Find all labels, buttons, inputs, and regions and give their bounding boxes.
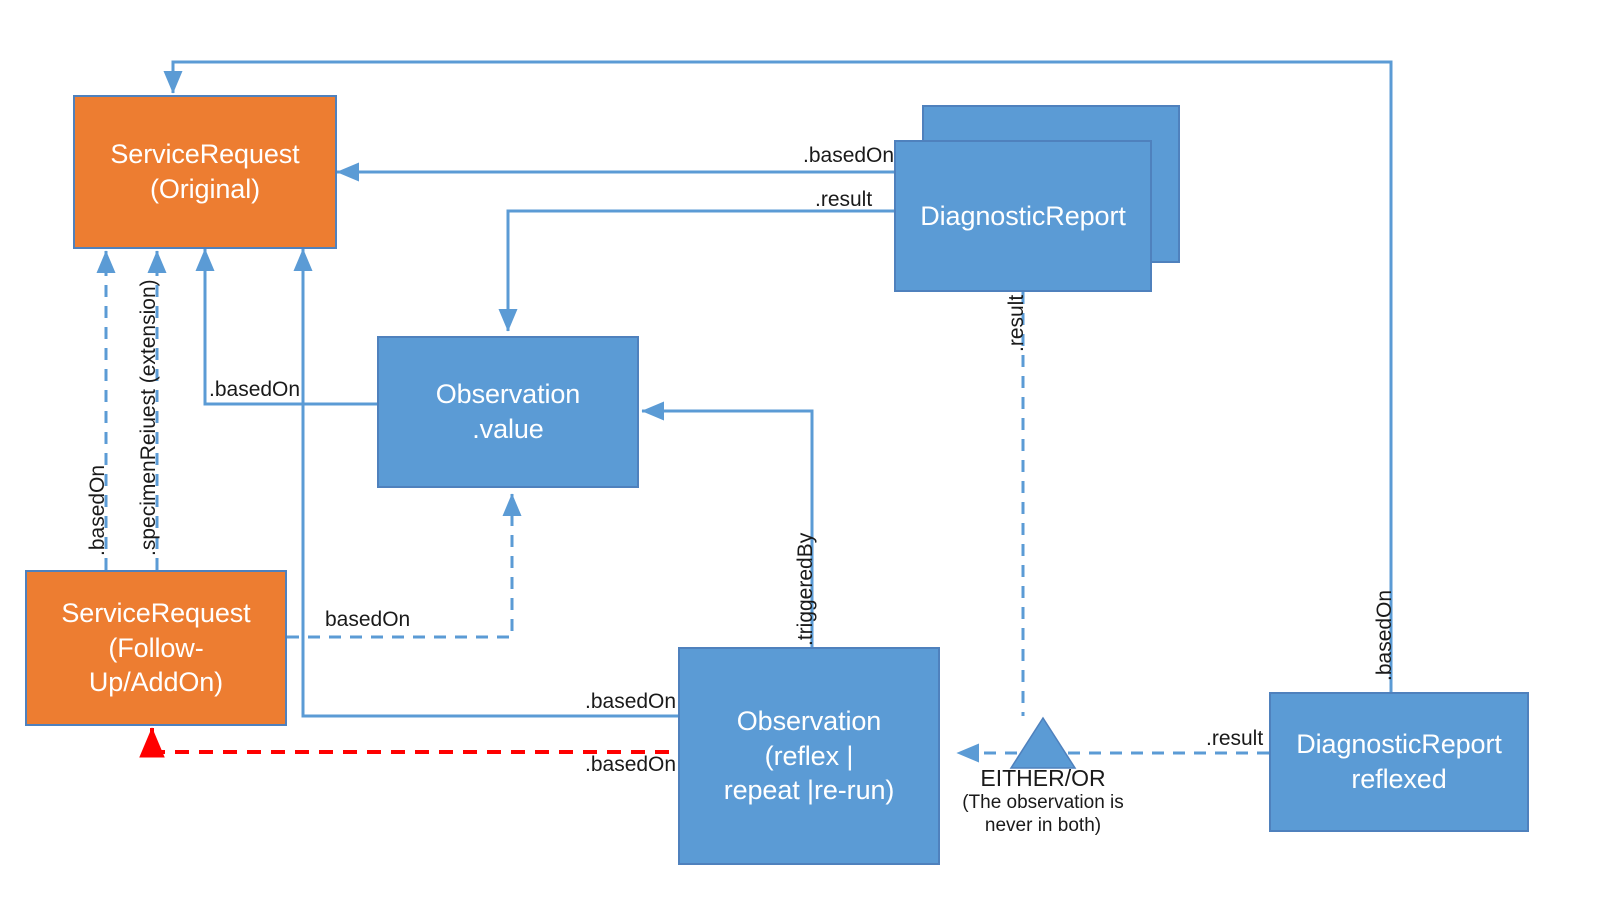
either-or-note-line1: (The observation is [962,792,1124,814]
edge-report-result-to-observation-value [498,209,900,332]
diagnostic-report-label: DiagnosticReport [920,200,1126,231]
sr-followup-line3: Up/AddOn) [88,667,224,698]
label-report-result: .result [815,188,873,211]
sr-followup-line1: ServiceRequest [61,598,251,629]
sr-followup-line2: (Follow- [108,632,204,663]
dr-reflexed-line2: reflexed [1351,764,1447,794]
observation-value-node[interactable]: Observation .value [377,336,639,488]
service-request-followup-label: ServiceRequest (Follow- Up/AddOn) [61,596,250,700]
service-request-original-label: ServiceRequest (Original) [110,137,299,206]
label-report-result-vertical: .result [1005,294,1028,352]
dr-reflexed-line1: DiagnosticReport [1296,729,1502,760]
sr-original-line2: (Original) [149,174,260,204]
either-or-title: EITHER/OR [980,765,1106,791]
obs-value-line2: .value [472,414,544,444]
label-followup-basedon: basedOn [325,608,411,631]
edge-observation-reflex-basedon-to-followup-red [139,727,693,758]
label-followup-specimenrequest-vertical: .specimenReiuest (extension) [137,279,160,556]
label-triggeredby-vertical: .triggeredBy [794,532,817,646]
either-or-note-line2: never in both) [984,814,1102,836]
label-observation-reflex-basedon: .basedOn [585,690,677,713]
label-reflexed-basedon-vertical: .basedOn [1373,589,1396,681]
observation-value-label: Observation .value [435,377,581,446]
edge-observation-reflex-basedon-to-original [293,248,693,718]
obs-reflex-line1: Observation [736,706,882,737]
either-or-triangle [1009,716,1077,769]
obs-reflex-line2: (reflex | [764,740,854,771]
diagnostic-report-reflexed-label: DiagnosticReport reflexed [1296,727,1502,796]
diagnostic-report-reflexed-node[interactable]: DiagnosticReport reflexed [1269,692,1529,832]
obs-value-line1: Observation [435,379,581,410]
service-request-original-node[interactable]: ServiceRequest (Original) [73,95,337,249]
obs-reflex-line3: repeat |re-run) [723,775,895,806]
observation-reflex-node[interactable]: Observation (reflex | repeat |re-run) [678,647,940,865]
edge-observation-reflex-triggeredby-to-value [641,401,814,647]
edge-reflexed-basedon-to-original [163,60,1393,692]
label-observation-value-basedon: .basedOn [209,378,301,401]
service-request-followup-node[interactable]: ServiceRequest (Follow- Up/AddOn) [25,570,287,726]
either-or-caption: EITHER/OR (The observation is never in b… [943,765,1143,837]
edge-followup-basedon-to-observation-value [287,493,522,639]
label-observation-reflex-basedon-red: .basedOn [585,753,677,776]
edge-observation-value-basedon-to-original [195,248,377,406]
label-report-basedon: .basedOn [803,144,895,167]
label-reflexed-result: .result [1206,727,1264,750]
label-followup-basedon-vertical: .basedOn [86,464,109,556]
diagnostic-report-node[interactable]: DiagnosticReport [894,140,1152,292]
observation-reflex-label: Observation (reflex | repeat |re-run) [724,704,895,808]
sr-original-line1: ServiceRequest [110,139,300,170]
